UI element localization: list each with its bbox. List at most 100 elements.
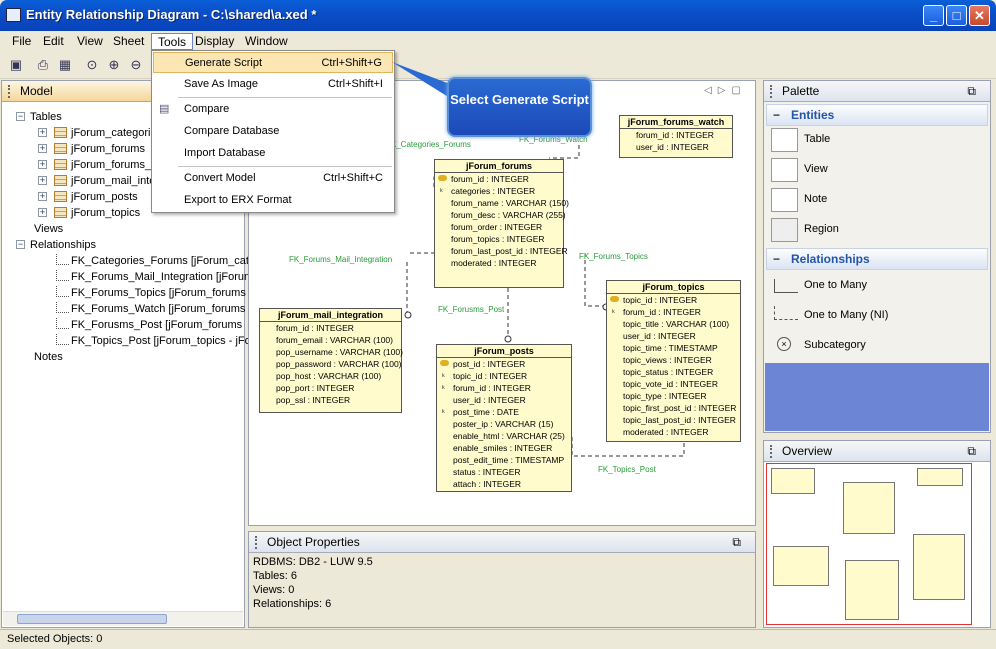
- entity-column: forum_id : INTEGER: [451, 174, 529, 184]
- connector-label[interactable]: FK_Forums_Watch: [519, 135, 588, 144]
- drag-grip-icon[interactable]: [255, 536, 258, 549]
- tree-table-item[interactable]: jForum_posts: [71, 191, 138, 203]
- palette-title: Palette: [782, 84, 820, 98]
- one-to-many-icon: [774, 279, 798, 293]
- menu-item-compare[interactable]: ▤Compare: [153, 99, 393, 120]
- menu-file[interactable]: File: [12, 34, 32, 48]
- collapse-icon[interactable]: −: [773, 252, 781, 266]
- connector-label[interactable]: FK_Categories_Forums: [386, 140, 471, 149]
- entity-mail-integration[interactable]: jForum_mail_integration forum_id : INTEG…: [259, 308, 403, 413]
- palette-item-one-to-many-ni[interactable]: One to Many (NI): [804, 309, 889, 321]
- menu-sheet[interactable]: Sheet: [113, 34, 145, 48]
- property-line: Relationships: 6: [253, 598, 332, 610]
- menu-separator: [178, 166, 392, 167]
- entity-forums-watch[interactable]: jForum_forums_watch forum_id : INTEGER u…: [619, 115, 733, 158]
- entity-column: categories : INTEGER: [451, 186, 536, 196]
- entity-column: pop_port : INTEGER: [276, 383, 355, 393]
- connector-label[interactable]: FK_Forums_Mail_Integration: [289, 255, 393, 264]
- save-icon[interactable]: ▣: [9, 57, 23, 72]
- tree-relationship-item[interactable]: FK_Categories_Forums [jForum_categories: [71, 255, 285, 267]
- palette-section-entities[interactable]: −Entities: [766, 104, 988, 126]
- restore-icon[interactable]: ⧉: [967, 84, 976, 98]
- menu-item-compare-database[interactable]: Compare Database: [153, 121, 393, 142]
- tree-relationship-item[interactable]: FK_Forums_Topics [jForum_forums: [71, 287, 246, 299]
- zoom-out-icon[interactable]: ⊖: [130, 57, 142, 72]
- connector-label[interactable]: FK_Topics_Post: [598, 465, 656, 474]
- drag-grip-icon[interactable]: [8, 85, 11, 98]
- object-properties-header: Object Properties ⧉: [249, 532, 755, 553]
- restore-icon[interactable]: ⧉: [967, 444, 976, 458]
- entity-column: status : INTEGER: [453, 467, 521, 477]
- menu-window[interactable]: Window: [245, 34, 288, 48]
- palette-item-view[interactable]: View: [804, 163, 828, 175]
- tree-table-item[interactable]: jForum_forums: [71, 143, 145, 155]
- tree-tables[interactable]: Tables: [30, 111, 62, 123]
- zoom-in-icon[interactable]: ⊕: [108, 57, 120, 72]
- tree-relationships[interactable]: Relationships: [30, 239, 97, 251]
- table-tool-icon[interactable]: [771, 128, 798, 152]
- status-bar: Selected Objects: 0: [0, 629, 996, 649]
- horizontal-scrollbar[interactable]: [3, 611, 243, 626]
- palette-item-table[interactable]: Table: [804, 133, 831, 145]
- connector-label[interactable]: FK_Forusms_Post: [438, 305, 505, 314]
- entity-column: user_id : INTEGER: [453, 395, 526, 405]
- tree-notes[interactable]: Notes: [34, 351, 63, 363]
- entity-column: attach : INTEGER: [453, 479, 522, 489]
- tree-relationship-item[interactable]: FK_Forusms_Post [jForum_forums: [71, 319, 243, 331]
- menu-view[interactable]: View: [77, 34, 103, 48]
- collapse-icon[interactable]: −: [773, 108, 781, 122]
- menu-display[interactable]: Display: [195, 34, 235, 48]
- close-button[interactable]: ✕: [969, 5, 990, 26]
- entity-column: forum_order : INTEGER: [451, 222, 543, 232]
- minimize-button[interactable]: _: [923, 5, 944, 26]
- tree-relationship-item[interactable]: FK_Forums_Mail_Integration [jForum_forum…: [71, 271, 293, 283]
- overview-entity: [843, 482, 895, 534]
- menu-item-import-database[interactable]: Import Database: [153, 143, 393, 164]
- menu-item-export-erx[interactable]: Export to ERX Format: [153, 190, 393, 211]
- view-tool-icon[interactable]: [771, 158, 798, 182]
- entity-column: poster_ip : VARCHAR (15): [453, 419, 554, 429]
- palette-item-region[interactable]: Region: [804, 223, 839, 235]
- palette-item-note[interactable]: Note: [804, 193, 828, 205]
- model-tree: − Tables + jForum_categories + jForum_fo…: [16, 111, 293, 363]
- palette-section-relationships[interactable]: −Relationships: [766, 248, 988, 270]
- drag-grip-icon[interactable]: [770, 85, 773, 98]
- maximize-button[interactable]: □: [946, 5, 967, 26]
- primary-key-icon: [610, 296, 619, 302]
- tree-views[interactable]: Views: [34, 223, 64, 235]
- menu-item-label: Import Database: [184, 147, 266, 159]
- connector-label[interactable]: FK_Forums_Topics: [579, 252, 648, 261]
- overview-viewport[interactable]: [766, 463, 972, 625]
- note-tool-icon[interactable]: [771, 188, 798, 212]
- palette-section-label: Entities: [791, 108, 835, 122]
- tree-relationship-item[interactable]: FK_Forums_Watch [jForum_forums: [71, 303, 246, 315]
- tree-table-item[interactable]: jForum_categories: [71, 127, 163, 139]
- tree-relationship-item[interactable]: FK_Topics_Post [jForum_topics - jForum: [71, 335, 270, 347]
- sheet-nav-icons[interactable]: ◁▷▢: [704, 85, 747, 96]
- overview-panel: Overview ⧉: [763, 440, 991, 628]
- menu-item-label: Compare Database: [184, 125, 280, 137]
- palette-item-subcategory[interactable]: Subcategory: [804, 339, 866, 351]
- drag-grip-icon[interactable]: [770, 445, 773, 458]
- page-setup-icon[interactable]: ▦: [58, 57, 72, 72]
- zoom-fit-icon[interactable]: ⊙: [86, 57, 98, 72]
- entity-title: jForum_forums: [435, 160, 563, 173]
- menu-edit[interactable]: Edit: [43, 34, 64, 48]
- print-icon[interactable]: ⎙: [37, 57, 49, 72]
- tree-table-item[interactable]: jForum_topics: [71, 207, 141, 219]
- menu-tools[interactable]: Tools: [151, 33, 194, 50]
- restore-icon[interactable]: ⧉: [732, 535, 741, 549]
- region-tool-icon[interactable]: [771, 218, 798, 242]
- scroll-thumb[interactable]: [17, 614, 167, 624]
- app-icon[interactable]: [6, 8, 21, 22]
- entity-title: jForum_forums_watch: [620, 116, 732, 129]
- table-icon: [54, 175, 67, 186]
- palette-item-one-to-many[interactable]: One to Many: [804, 279, 867, 291]
